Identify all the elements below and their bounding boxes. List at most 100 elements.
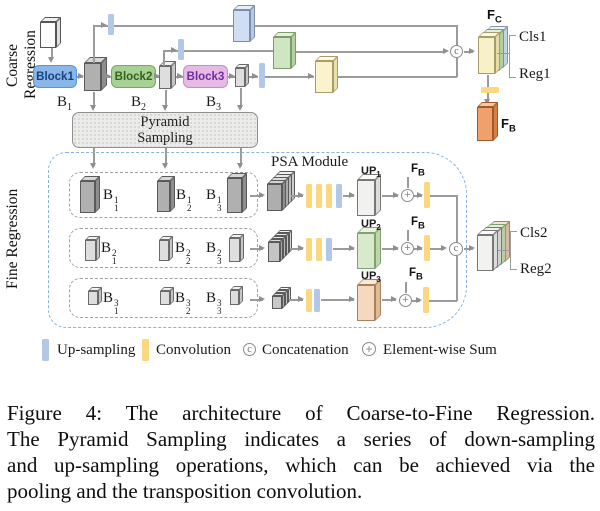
arrowhead <box>48 57 54 63</box>
up3-slab <box>357 285 375 321</box>
arrowhead <box>162 105 168 111</box>
connector-line <box>93 92 95 108</box>
connector-line <box>93 25 233 27</box>
arrowhead <box>90 105 96 111</box>
up1-slab <box>357 180 375 216</box>
arrowhead <box>105 73 111 79</box>
row3-stack-layer <box>272 296 282 309</box>
connector-line <box>456 256 458 301</box>
block2-label: Block2 <box>114 70 153 83</box>
connector-line <box>51 48 53 58</box>
arrowhead <box>393 192 399 198</box>
arrowhead <box>171 47 177 53</box>
b3-label: B3 <box>206 94 222 113</box>
bracket-line <box>510 231 517 233</box>
caption-line: The Pyramid Sampling indicates a series … <box>7 427 595 451</box>
concatenation-icon: c <box>450 45 463 58</box>
connector-line <box>456 25 458 46</box>
convolution-bar <box>306 184 312 208</box>
arrowhead <box>308 73 314 79</box>
pyramid-label-line1: Pyramid <box>140 114 190 130</box>
up2-label: UP2 <box>361 218 381 233</box>
up2-slab <box>357 233 375 269</box>
b22-slab <box>159 240 169 261</box>
upsample-bar <box>108 14 114 35</box>
b33-slab <box>230 290 239 305</box>
connector-line <box>382 248 398 250</box>
psa-module-label: PSA Module <box>271 154 349 170</box>
connector-line <box>240 88 242 108</box>
fb-input-label: FB <box>411 163 425 179</box>
connector-line <box>429 300 457 302</box>
b1-label: B1 <box>57 94 73 113</box>
connector-line <box>165 148 167 166</box>
connector-line <box>250 248 263 250</box>
arrowhead <box>349 296 355 302</box>
convolution-bar <box>326 184 332 208</box>
connector-line <box>93 25 95 63</box>
b11-slab <box>80 181 95 213</box>
bracket-line <box>509 77 516 79</box>
arrowhead <box>78 73 84 79</box>
connector-line <box>296 51 443 53</box>
connector-line <box>407 177 409 188</box>
connector-line <box>333 248 354 250</box>
b3-feature-slab <box>235 68 245 87</box>
arrowhead <box>252 73 258 79</box>
connector-line <box>456 58 458 77</box>
connector-line <box>487 93 489 102</box>
legend-concatenation-label: Concatenation <box>262 342 349 358</box>
b23-slab <box>160 291 170 305</box>
arrowhead <box>298 296 304 302</box>
connector-line <box>250 195 263 197</box>
bracket-line <box>509 35 516 37</box>
b12-slab <box>85 240 96 261</box>
element-wise-sum-icon: + <box>399 294 412 307</box>
legend-element-wise-sum-label: Element-wise Sum <box>383 342 497 358</box>
up1-label: UP1 <box>361 165 381 180</box>
connector-line <box>382 195 398 197</box>
caption-line: pooling and the transposition convolutio… <box>7 479 363 503</box>
fc-label: FC <box>487 7 502 26</box>
arrowhead <box>237 105 243 111</box>
connector-line <box>289 299 303 301</box>
upsample-bar <box>259 63 265 88</box>
legend-convolution-label: Convolution <box>156 342 232 358</box>
arrowhead <box>259 245 265 251</box>
arrowhead <box>443 48 449 54</box>
connector-line <box>343 195 354 197</box>
legend-upsample-bar-icon <box>42 339 49 361</box>
legend-element-wise-sum-icon: + <box>362 342 376 356</box>
caption-line: and up-sampling operations, which can be… <box>7 453 595 477</box>
bracket-line <box>509 35 511 78</box>
connector-line <box>487 75 489 87</box>
legend-convolution-bar-icon <box>142 339 149 361</box>
arrowhead <box>101 22 107 28</box>
arrowhead <box>259 296 265 302</box>
coarse-yellow-slab <box>315 61 333 93</box>
connector-line <box>464 51 473 53</box>
cls1-label: Cls1 <box>519 29 547 45</box>
arrowhead <box>469 48 475 54</box>
coarse-regression-label: Coarse Regression <box>4 30 39 100</box>
cls2-label: Cls2 <box>520 225 548 241</box>
upsample-bar <box>314 289 320 312</box>
concat-glyph: c <box>454 45 459 57</box>
connector-line <box>456 195 458 243</box>
bracket-line <box>510 269 517 271</box>
upsample-bar <box>178 39 184 60</box>
row2-stack-layer <box>268 242 280 262</box>
element-wise-sum-icon: + <box>401 242 414 255</box>
convolution-bar <box>306 238 312 261</box>
arrowhead <box>154 73 160 79</box>
connector-line <box>430 248 444 250</box>
bracket-line <box>497 53 509 55</box>
b13-slab <box>88 291 98 305</box>
reg1-label: Reg1 <box>519 66 551 82</box>
